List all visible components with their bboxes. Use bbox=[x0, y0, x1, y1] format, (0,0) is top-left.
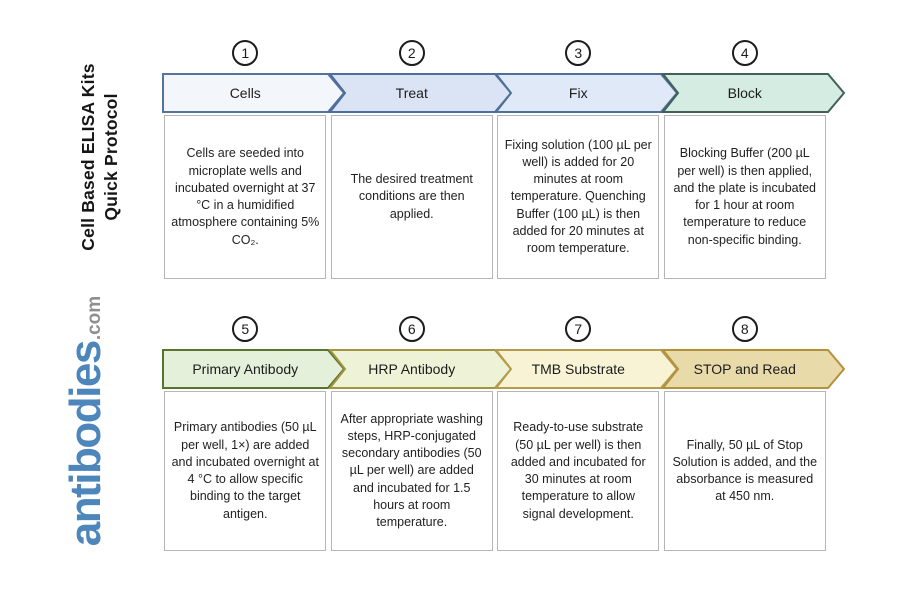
diagram-title-line2: Quick Protocol bbox=[100, 93, 121, 221]
chevron-arrow-shape bbox=[660, 73, 845, 113]
step-5-primary-antibody: 5 Primary Antibody Primary antibodies (5… bbox=[162, 316, 346, 551]
step-description-box: Blocking Buffer (200 µL per well) is the… bbox=[663, 115, 826, 279]
step-description: Finally, 50 µL of Stop Solution is added… bbox=[672, 437, 818, 504]
step-description-box: Cells are seeded into microplate wells a… bbox=[164, 115, 327, 279]
diagram-title: Cell Based ELISA Kits Quick Protocol bbox=[77, 37, 123, 277]
step-2-treat: 2 Treat The desired treatment conditions… bbox=[327, 40, 512, 279]
step-description-box: Ready-to-use substrate (50 µL per well) … bbox=[497, 391, 660, 551]
step-arrow: STOP and Read bbox=[660, 349, 845, 389]
logo-wordmark: antibodies bbox=[61, 341, 110, 547]
step-number-badge: 5 bbox=[232, 316, 259, 342]
step-number-badge: 1 bbox=[232, 40, 259, 66]
step-description: After appropriate washing steps, HRP-con… bbox=[340, 411, 483, 530]
step-label: TMB Substrate bbox=[531, 361, 625, 377]
step-description: Cells are seeded into microplate wells a… bbox=[171, 146, 320, 247]
step-description-box: The desired treatment conditions are the… bbox=[330, 115, 493, 279]
step-number-badge: 3 bbox=[565, 40, 592, 66]
step-description: The desired treatment conditions are the… bbox=[350, 172, 473, 221]
step-description: Fixing solution (100 µL per well) is add… bbox=[504, 137, 652, 256]
chevron-arrow-shape bbox=[660, 349, 845, 389]
step-arrow: Primary Antibody bbox=[162, 349, 346, 389]
chevron-arrow-shape bbox=[493, 73, 679, 113]
antibodies-logo: antibodies .com bbox=[61, 271, 123, 571]
logo-domain-suffix: .com bbox=[84, 295, 105, 341]
step-1-cells: 1 Cells Cells are seeded into microplate… bbox=[162, 40, 346, 279]
step-description-box: Finally, 50 µL of Stop Solution is added… bbox=[663, 391, 826, 551]
step-3-fix: 3 Fix Fixing solution (100 µL per well) … bbox=[493, 40, 679, 279]
diagram-title-line1: Cell Based ELISA Kits bbox=[78, 63, 98, 251]
step-arrow: HRP Antibody bbox=[327, 349, 512, 389]
step-description: Blocking Buffer (200 µL per well) is the… bbox=[673, 146, 816, 247]
protocol-row-1: 1 Cells Cells are seeded into microplate… bbox=[162, 40, 845, 279]
step-description: Ready-to-use substrate (50 µL per well) … bbox=[510, 420, 646, 521]
step-label: Block bbox=[727, 85, 762, 101]
step-label: STOP and Read bbox=[693, 361, 796, 377]
step-label: Primary Antibody bbox=[192, 361, 299, 377]
step-8-stop-and-read: 8 STOP and Read Finally, 50 µL of Stop S… bbox=[660, 316, 845, 551]
step-arrow: Fix bbox=[493, 73, 679, 113]
step-label: HRP Antibody bbox=[368, 361, 456, 377]
chevron-arrow-shape bbox=[493, 349, 679, 389]
chevron-arrow-shape bbox=[327, 349, 512, 389]
step-number-badge: 8 bbox=[731, 316, 758, 342]
step-description-box: After appropriate washing steps, HRP-con… bbox=[330, 391, 493, 551]
step-description: Primary antibodies (50 µL per well, 1×) … bbox=[171, 420, 319, 521]
step-number-badge: 2 bbox=[398, 40, 425, 66]
step-4-block: 4 Block Blocking Buffer (200 µL per well… bbox=[660, 40, 845, 279]
step-description-box: Primary antibodies (50 µL per well, 1×) … bbox=[164, 391, 327, 551]
step-description-box: Fixing solution (100 µL per well) is add… bbox=[497, 115, 660, 279]
step-label: Fix bbox=[568, 85, 588, 101]
step-arrow: Cells bbox=[162, 73, 346, 113]
step-label: Cells bbox=[229, 85, 261, 101]
step-number-badge: 6 bbox=[398, 316, 425, 342]
step-number-badge: 7 bbox=[565, 316, 592, 342]
step-7-tmb-substrate: 7 TMB Substrate Ready-to-use substrate (… bbox=[493, 316, 679, 551]
step-arrow: Block bbox=[660, 73, 845, 113]
step-arrow: TMB Substrate bbox=[493, 349, 679, 389]
step-6-hrp-antibody: 6 HRP Antibody After appropriate washing… bbox=[327, 316, 512, 551]
chevron-arrow-shape bbox=[327, 73, 512, 113]
step-arrow: Treat bbox=[327, 73, 512, 113]
step-label: Treat bbox=[395, 85, 428, 101]
protocol-row-2: 5 Primary Antibody Primary antibodies (5… bbox=[162, 316, 845, 551]
step-number-badge: 4 bbox=[731, 40, 758, 66]
